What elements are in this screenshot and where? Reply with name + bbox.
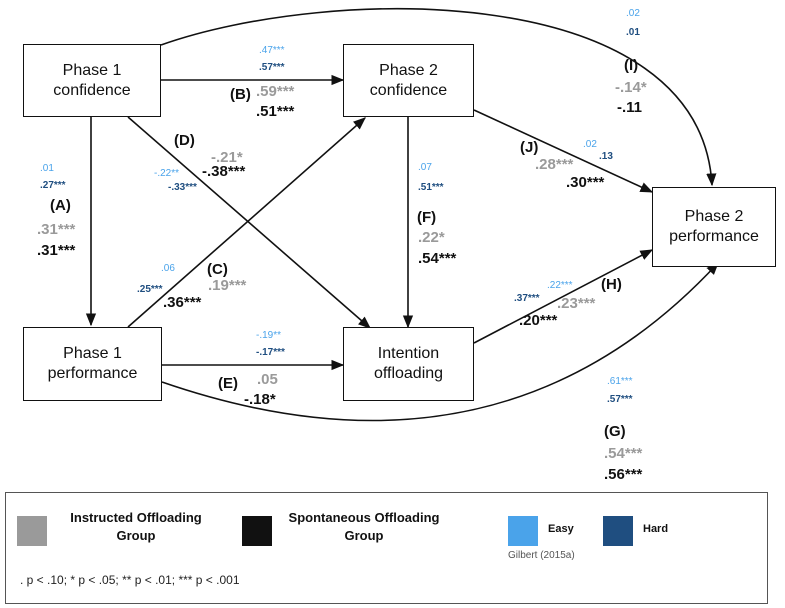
hard-coefficient-h: .37***	[514, 293, 540, 304]
instructed-swatch	[17, 516, 47, 546]
spontaneous-coefficient-h: .20***	[519, 312, 558, 329]
spontaneous-coefficient-f: .54***	[418, 250, 457, 267]
hard-swatch	[603, 516, 633, 546]
node-line: Intention	[377, 345, 440, 362]
node-line: confidence	[53, 81, 131, 99]
easy-coefficient-c: .06	[161, 263, 175, 274]
hard-coefficient-c: .25***	[137, 284, 163, 295]
path-label-j: (J)	[520, 139, 539, 156]
easy-coefficient-g: .61***	[607, 376, 633, 387]
easy-coefficient-e: -.19**	[256, 330, 282, 341]
instructed-coefficient-g: .54***	[604, 445, 643, 462]
path-label-d: (D)	[174, 132, 195, 149]
spontaneous-coefficient-e: -.18*	[244, 391, 276, 408]
hard-coefficient-a: .27***	[40, 180, 66, 191]
path-label-c: (C)	[207, 261, 228, 278]
path-label-g: (G)	[604, 423, 626, 440]
instructed-coefficient-a: .31***	[37, 221, 76, 238]
hard-coefficient-b: .57***	[259, 62, 285, 73]
instructed-coefficient-f: .22*	[418, 229, 445, 246]
edge-i	[160, 8, 717, 187]
instructed-coefficient-d: -.21*	[211, 149, 243, 166]
spontaneous-coefficient-g: .56***	[604, 466, 643, 483]
edge-j	[473, 109, 654, 193]
node-line: Phase 2	[379, 61, 438, 79]
instructed-coefficient-h: .23***	[557, 295, 596, 312]
easy-coefficient-b: .47***	[259, 45, 285, 56]
node-line: offloading	[373, 365, 444, 382]
node-phase2-confidence: Phase 2 confidence	[343, 44, 474, 117]
edge-c	[127, 117, 366, 328]
instructed-label: Instructed Offloading Group	[70, 510, 202, 543]
spontaneous-coefficient-a: .31***	[37, 242, 76, 259]
hard-coefficient-j: .13	[599, 151, 613, 162]
easy-coefficient-j: .02	[583, 139, 597, 150]
easy-coefficient-f: .07	[418, 162, 432, 173]
spontaneous-coefficient-j: .30***	[566, 174, 605, 191]
hard-coefficient-g: .57***	[607, 394, 633, 405]
instructed-coefficient-b: .59***	[256, 83, 295, 100]
hard-coefficient-f: .51***	[418, 182, 444, 193]
instructed-coefficient-c: .19***	[208, 277, 247, 294]
hard-coefficient-i: .01	[626, 27, 640, 38]
easy-coefficient-i: .02	[626, 8, 640, 19]
easy-coefficient-d: -.22**	[154, 168, 180, 179]
node-phase2-performance: Phase 2 performance	[652, 187, 776, 267]
citation: Gilbert (2015a)	[508, 550, 575, 561]
edge-h	[473, 249, 654, 344]
spontaneous-coefficient-i: -.11	[617, 99, 643, 116]
path-label-e: (E)	[218, 375, 238, 392]
hard-coefficient-e: -.17***	[256, 347, 285, 358]
hard-coefficient-d: -.33***	[168, 182, 197, 193]
instructed-coefficient-j: .28***	[535, 156, 574, 173]
edge-g	[161, 262, 719, 422]
path-label-i: (I)	[624, 57, 639, 74]
node-phase1-performance: Phase 1 performance	[23, 327, 162, 401]
easy-coefficient-h: .22***	[547, 280, 573, 291]
path-label-h: (H)	[601, 276, 622, 293]
edge-d	[127, 116, 371, 329]
significance-note: . p < .10; * p < .05; ** p < .01; *** p …	[20, 573, 240, 587]
path-label-f: (F)	[417, 209, 437, 226]
hard-label: Hard	[643, 523, 669, 535]
node-phase1-confidence: Phase 1 confidence	[23, 44, 161, 117]
node-line: performance	[669, 228, 759, 245]
spontaneous-label: Spontaneous Offloading Group	[288, 510, 440, 543]
spontaneous-swatch	[242, 516, 272, 546]
spontaneous-coefficient-b: .51***	[256, 103, 295, 120]
instructed-coefficient-e: .05	[257, 371, 278, 388]
instructed-coefficient-i: -.14*	[615, 79, 647, 96]
spontaneous-coefficient-d: -.38***	[202, 163, 246, 180]
path-label-a: (A)	[50, 197, 71, 214]
node-line: performance	[47, 365, 138, 382]
spontaneous-coefficient-c: .36***	[163, 294, 202, 311]
easy-label: Easy	[548, 523, 574, 535]
node-line: Phase 1	[62, 61, 122, 79]
path-label-b: (B)	[230, 86, 251, 103]
easy-coefficient-a: .01	[40, 163, 54, 174]
legend: Instructed Offloading Group Spontaneous …	[5, 492, 768, 604]
node-line: confidence	[369, 81, 448, 99]
node-line: Phase 2	[684, 208, 744, 225]
node-intention-offloading: Intention offloading	[343, 327, 474, 401]
easy-swatch	[508, 516, 538, 546]
node-line: Phase 1	[63, 345, 122, 362]
